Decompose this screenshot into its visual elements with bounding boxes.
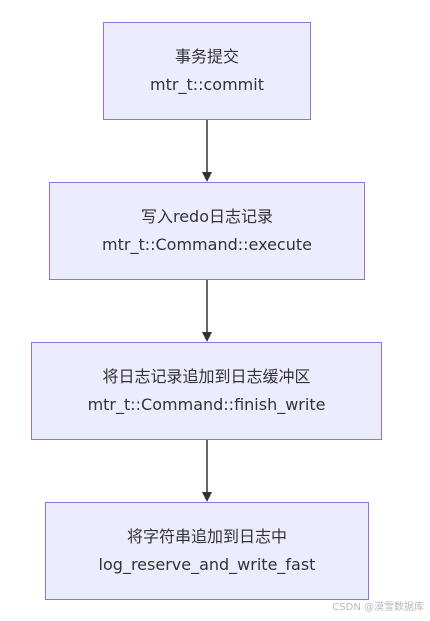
node-append-to-log-buffer: 将日志记录追加到日志缓冲区 mtr_t::Command::finish_wri… xyxy=(31,342,382,440)
node-function: mtr_t::commit xyxy=(150,75,264,94)
node-write-redo-log: 写入redo日志记录 mtr_t::Command::execute xyxy=(49,182,365,280)
node-function: log_reserve_and_write_fast xyxy=(98,555,316,574)
node-title: 将日志记录追加到日志缓冲区 xyxy=(102,367,311,386)
node-function: mtr_t::Command::execute xyxy=(102,235,312,254)
watermark: CSDN @漠雪数据库 xyxy=(332,602,424,613)
node-title: 事务提交 xyxy=(174,47,239,66)
node-function: mtr_t::Command::finish_write xyxy=(87,395,326,414)
node-transaction-commit: 事务提交 mtr_t::commit xyxy=(103,22,311,120)
node-title: 写入redo日志记录 xyxy=(140,207,274,226)
node-append-string-to-log: 将字符串追加到日志中 log_reserve_and_write_fast xyxy=(45,502,369,600)
node-title: 将字符串追加到日志中 xyxy=(126,527,287,546)
